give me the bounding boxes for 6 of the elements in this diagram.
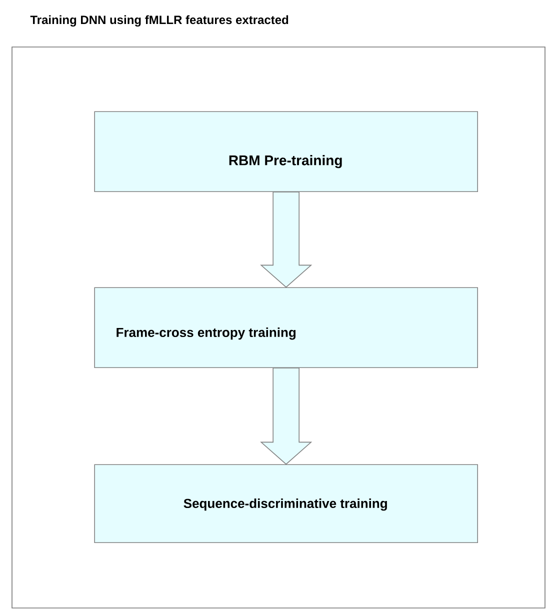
block-arrow (260, 368, 312, 465)
block-arrow (260, 192, 312, 288)
process-box: Frame-cross entropy training (94, 287, 478, 368)
process-box: RBM Pre-training (94, 111, 478, 192)
process-box: Sequence-discriminative training (94, 464, 478, 543)
node-label: Training DNN using fMLLR features extracted (30, 15, 288, 27)
